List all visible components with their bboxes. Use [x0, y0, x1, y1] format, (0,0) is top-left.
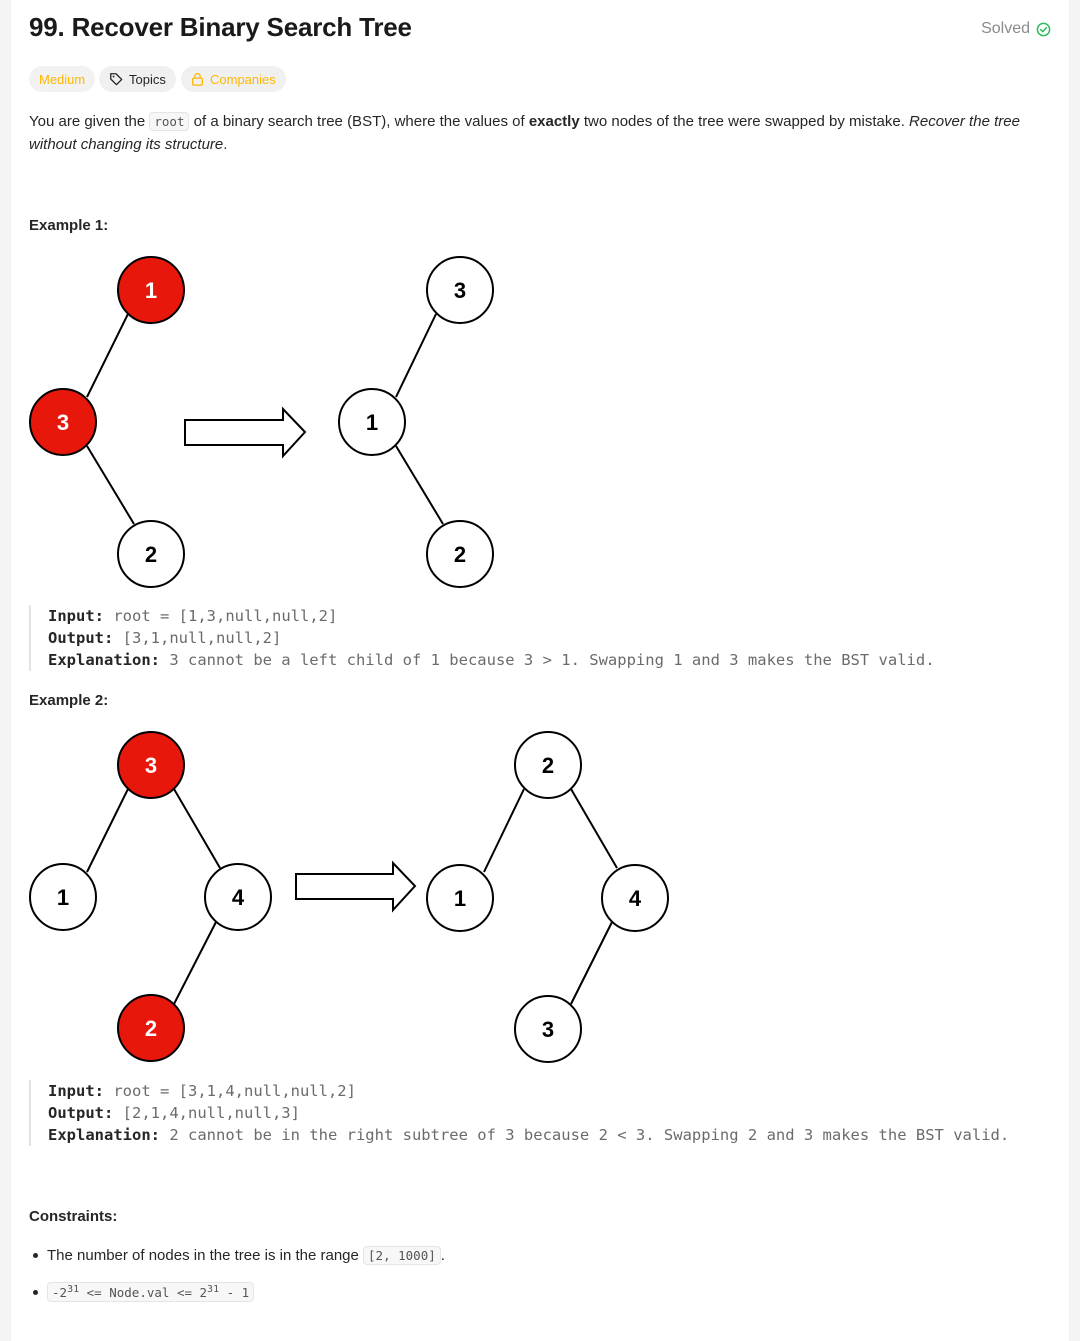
tree-node-label: 1	[57, 885, 69, 910]
companies-label: Companies	[210, 71, 276, 87]
tree-node	[426, 864, 494, 932]
tree-node	[514, 731, 582, 799]
tree-node-label: 1	[454, 886, 466, 911]
difficulty-badge[interactable]: Medium	[29, 66, 96, 92]
tree-node	[338, 388, 406, 456]
tree-node	[117, 256, 185, 324]
tree-node-label: 3	[57, 410, 69, 435]
example-2-output: Output: [2,1,4,null,null,3]	[48, 1104, 300, 1122]
problem-panel	[11, 0, 1069, 1341]
tree-node	[426, 256, 494, 324]
topics-button[interactable]: Topics	[99, 66, 176, 92]
tree-node	[601, 864, 669, 932]
check-circle-icon	[1036, 22, 1051, 36]
tree-node-label: 1	[145, 278, 157, 303]
tree-node	[29, 863, 97, 931]
tree-node	[426, 520, 494, 588]
tree-node-label: 4	[629, 886, 642, 911]
tree-node-label: 2	[145, 1016, 157, 1041]
example-1-explanation: Explanation: 3 cannot be a left child of…	[48, 651, 935, 669]
tree-node-label: 2	[454, 542, 466, 567]
tree-node-label: 1	[366, 410, 378, 435]
tree-node	[117, 994, 185, 1062]
problem-description: You are given the root of a binary searc…	[29, 112, 1020, 153]
constraints-heading: Constraints:	[29, 1208, 118, 1225]
tree-node-label: 4	[232, 885, 245, 910]
tree-node	[117, 731, 185, 799]
tree-node-label: 3	[454, 278, 466, 303]
example-1-input: Input: root = [1,3,null,null,2]	[48, 607, 338, 625]
arrow-right-icon	[295, 860, 417, 913]
tree-node-label: 3	[145, 753, 157, 778]
problem-title: 99. Recover Binary Search Tree	[29, 12, 412, 42]
constraint-item: -231 <= Node.val <= 231 - 1	[33, 1282, 255, 1303]
tree-node-label: 3	[542, 1017, 554, 1042]
solved-label: Solved	[981, 20, 1030, 37]
lock-icon	[192, 72, 203, 86]
tree-node	[29, 388, 97, 456]
bullet-icon	[33, 1289, 38, 1295]
constraint-item: The number of nodes in the tree is in th…	[33, 1246, 445, 1265]
bullet-icon	[33, 1253, 38, 1258]
example-2-heading: Example 2:	[29, 692, 109, 709]
example-2-explanation: Explanation: 2 cannot be in the right su…	[48, 1126, 1010, 1144]
inline-code-root: root	[149, 112, 190, 131]
arrow-right-icon	[184, 406, 307, 459]
topics-label: Topics	[129, 71, 166, 87]
tag-icon	[110, 73, 123, 86]
example-1-io: Input: root = [1,3,null,null,2] Output: …	[29, 605, 1039, 671]
example-2-input: Input: root = [3,1,4,null,null,2]	[48, 1082, 356, 1100]
tree-node-label: 2	[145, 542, 157, 567]
example-2-io: Input: root = [3,1,4,null,null,2] Output…	[29, 1080, 1039, 1146]
example-1-heading: Example 1:	[29, 217, 109, 234]
companies-button[interactable]: Companies	[181, 66, 286, 92]
tree-node	[117, 520, 185, 588]
tree-node-label: 2	[542, 753, 554, 778]
tree-node	[204, 863, 272, 931]
inline-code-range: [2, 1000]	[363, 1246, 441, 1265]
example-1-output: Output: [3,1,null,null,2]	[48, 629, 282, 647]
solved-status: Solved	[981, 20, 1051, 38]
inline-code-node-val: -231 <= Node.val <= 231 - 1	[47, 1282, 255, 1303]
tree-node	[514, 995, 582, 1063]
